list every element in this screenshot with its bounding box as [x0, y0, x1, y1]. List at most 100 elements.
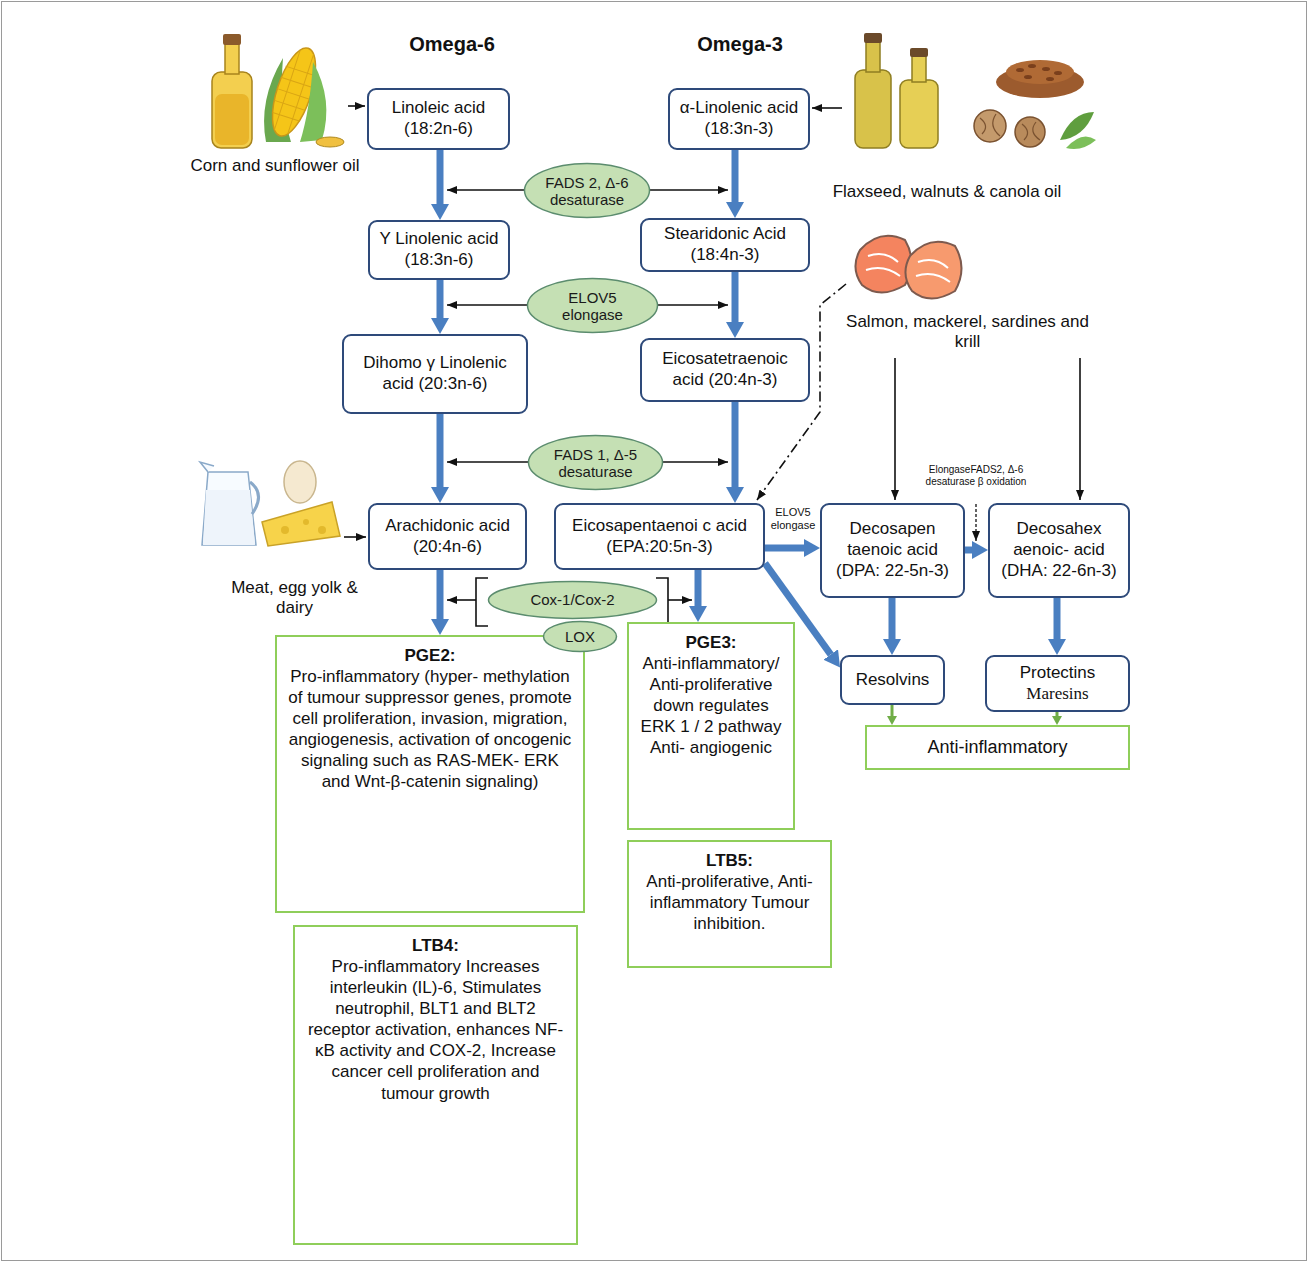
effect-box: LTB5:Anti-proliferative, Anti-inflammato…	[627, 840, 832, 968]
node-body: Maresins	[1026, 684, 1088, 705]
node-body: Pro-inflammatory (hyper- methylation of …	[285, 666, 575, 792]
node-label: Cox-1/Cox-2	[512, 591, 634, 608]
flaxseed-walnut-oil-illustration	[855, 33, 1096, 149]
node-label: ELOV5 elongase	[546, 288, 639, 323]
flaxseed-walnut-oil-illustration	[1015, 117, 1045, 147]
flaxseed-walnut-oil-illustration	[1066, 136, 1096, 149]
dairy-egg-illustration	[202, 472, 256, 545]
node-label: Stearidonic Acid (18:4n-3)	[650, 224, 800, 265]
blue-arrow	[765, 545, 804, 552]
flaxseed-walnut-oil-illustration	[1006, 60, 1074, 84]
node-body: Anti-inflammatory/ Anti-proliferative do…	[637, 653, 785, 758]
effect-box: PGE3:Anti-inflammatory/ Anti-proliferati…	[627, 622, 795, 830]
enzyme-ellipse: FADS 2, Δ-6 desaturase	[523, 162, 651, 219]
node-label: Decosapen taenoic acid (DPA: 22-5n-3)	[830, 519, 955, 581]
flaxseed-walnut-oil-illustration	[974, 110, 1006, 142]
fatty-acid-box: Decosapen taenoic acid (DPA: 22-5n-3)	[820, 503, 965, 598]
ellipse-outline	[544, 622, 617, 652]
salmon-illustration	[916, 260, 950, 282]
flaxseed-walnut-oil-illustration	[910, 48, 928, 57]
blue-arrow	[965, 547, 972, 554]
blue-arrow	[437, 414, 444, 487]
blue-arrow	[732, 402, 739, 487]
source-note: Flaxseed, walnuts & canola oil	[812, 182, 1082, 202]
salmon-illustration	[855, 236, 961, 299]
flaxseed-walnut-oil-illustration	[1016, 64, 1062, 81]
blue-arrow	[1054, 598, 1061, 639]
flaxseed-walnut-oil-illustration	[1028, 64, 1036, 68]
oil-and-corn-illustration	[316, 137, 344, 147]
flaxseed-walnut-oil-illustration	[1042, 67, 1050, 71]
effect-box: LTB4:Pro-inflammatory Increases interleu…	[293, 925, 578, 1245]
oil-and-corn-illustration	[212, 72, 252, 148]
section-heading: Omega-6	[377, 32, 527, 56]
dairy-egg-illustration	[203, 490, 255, 545]
fatty-acid-box: Dihomo γ Linolenic acid (20:3n-6)	[342, 334, 528, 414]
fatty-acid-box: Stearidonic Acid (18:4n-3)	[640, 218, 810, 272]
source-note: Salmon, mackerel, sardines and krill	[835, 312, 1100, 353]
dairy-egg-illustration	[281, 526, 289, 534]
fatty-acid-box: Linoleic acid (18:2n-6)	[367, 88, 510, 150]
node-label: Arachidonic acid (20:4n-6)	[378, 516, 517, 557]
enzyme-ellipse: LOX	[542, 620, 618, 653]
edge-label: ElongaseFADS2, Δ-6 desaturase β oxidatio…	[925, 464, 1027, 487]
enzyme-bracket	[668, 599, 692, 601]
fatty-acid-box: Eicosatetraenoic acid (20:4n-3)	[640, 338, 810, 402]
ellipse-text-holder: ELOV5 elongase	[546, 288, 639, 323]
ellipse-outline	[489, 582, 657, 619]
flaxseed-walnut-oil-illustration	[1046, 77, 1054, 81]
fatty-acid-box: α-Linolenic acid (18:3n-3)	[668, 88, 810, 150]
enzyme-bracket	[476, 578, 488, 626]
dairy-egg-illustration	[250, 482, 259, 514]
blue-arrow	[732, 150, 739, 202]
node-label: Resolvins	[856, 670, 930, 691]
salmon-illustration	[855, 236, 911, 293]
blue-arrow	[437, 570, 444, 619]
flaxseed-walnut-oil-illustration	[900, 80, 938, 148]
ellipse-outline	[529, 436, 663, 490]
node-body: Anti-proliferative, Anti-inflammatory Tu…	[637, 871, 822, 934]
dairy-egg-illustration	[303, 519, 309, 525]
source-arrow	[348, 105, 365, 107]
ellipse-outline	[525, 164, 650, 218]
oil-and-corn-illustration	[215, 94, 249, 145]
oil-and-corn-illustration	[223, 34, 241, 45]
outcome-box: Anti-inflammatory	[865, 725, 1130, 770]
dairy-egg-illustration	[200, 462, 214, 472]
node-label: FADS 1, Δ-5 desaturase	[548, 445, 644, 480]
salmon-illustration	[866, 254, 900, 276]
flaxseed-walnut-oil-illustration	[912, 56, 926, 82]
node-label: Decosahex aenoic- acid (DHA: 22-6n-3)	[998, 519, 1120, 581]
source-arrow	[894, 358, 896, 500]
enzyme-bracket	[447, 599, 476, 601]
enzyme-ellipse: Cox-1/Cox-2	[487, 580, 658, 620]
node-label: FADS 2, Δ-6 desaturase	[543, 173, 632, 208]
flaxseed-walnut-oil-illustration	[864, 33, 882, 43]
source-arrow	[344, 536, 366, 538]
flaxseed-walnut-oil-illustration	[855, 70, 891, 148]
blue-arrow	[695, 570, 702, 606]
salmon-illustration	[905, 242, 961, 299]
node-label: Y Linolenic acid (18:3n-6)	[378, 229, 500, 270]
fatty-acid-box: Eicosapentaenoi c acid (EPA:20:5n-3)	[554, 503, 765, 570]
node-label: PGE2:	[285, 645, 575, 666]
node-label: Linoleic acid (18:2n-6)	[377, 98, 500, 139]
enzyme-bracket	[447, 578, 692, 626]
blue-arrow	[889, 598, 896, 639]
ellipse-outline	[528, 279, 658, 333]
green-arrow	[1056, 712, 1059, 716]
ellipse-text-holder: Cox-1/Cox-2	[512, 591, 634, 608]
node-label: Anti-inflammatory	[927, 737, 1067, 759]
source-note: Meat, egg yolk & dairy	[222, 578, 367, 619]
node-label: Eicosatetraenoic acid (20:4n-3)	[650, 349, 800, 390]
blue-arrow	[437, 150, 444, 204]
node-label: LOX	[556, 628, 605, 645]
section-heading: Omega-3	[665, 32, 815, 56]
blue-arrow	[437, 280, 444, 318]
dairy-egg-illustration	[318, 526, 326, 534]
enzyme-ellipse: ELOV5 elongase	[526, 277, 659, 334]
fatty-acid-box: Y Linolenic acid (18:3n-6)	[368, 220, 510, 280]
dashed-pointer	[975, 504, 976, 541]
node-label: LTB4:	[303, 935, 568, 956]
